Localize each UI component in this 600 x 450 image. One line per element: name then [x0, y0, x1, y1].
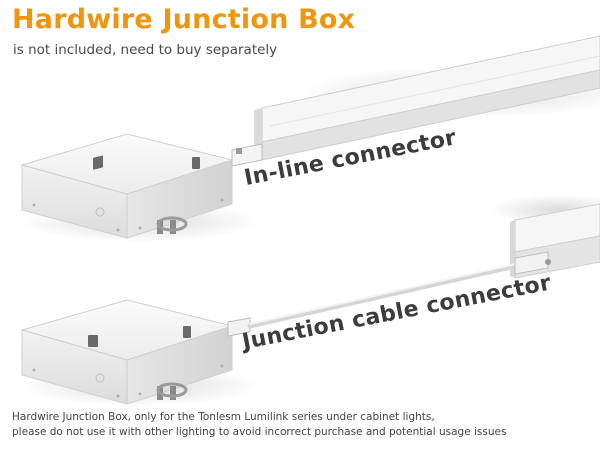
wire-clamp-lower: [156, 382, 188, 400]
page-subtitle: is not included, need to buy separately: [13, 42, 278, 58]
junction-box-lower: [20, 299, 260, 406]
disclaimer-note: Hardwire Junction Box, only for the Tonl…: [12, 410, 506, 440]
disclaimer-line-1: Hardwire Junction Box, only for the Tonl…: [12, 411, 435, 423]
wire-clamp-upper: [156, 216, 188, 234]
junction-box-upper: [20, 133, 263, 242]
junction-cable: [227, 251, 551, 337]
inline-connector: [231, 143, 263, 167]
light-bar-lower: [490, 194, 600, 279]
disclaimer-line-2: please do not use it with other lighting…: [12, 426, 507, 438]
page-title: Hardwire Junction Box: [12, 4, 356, 35]
